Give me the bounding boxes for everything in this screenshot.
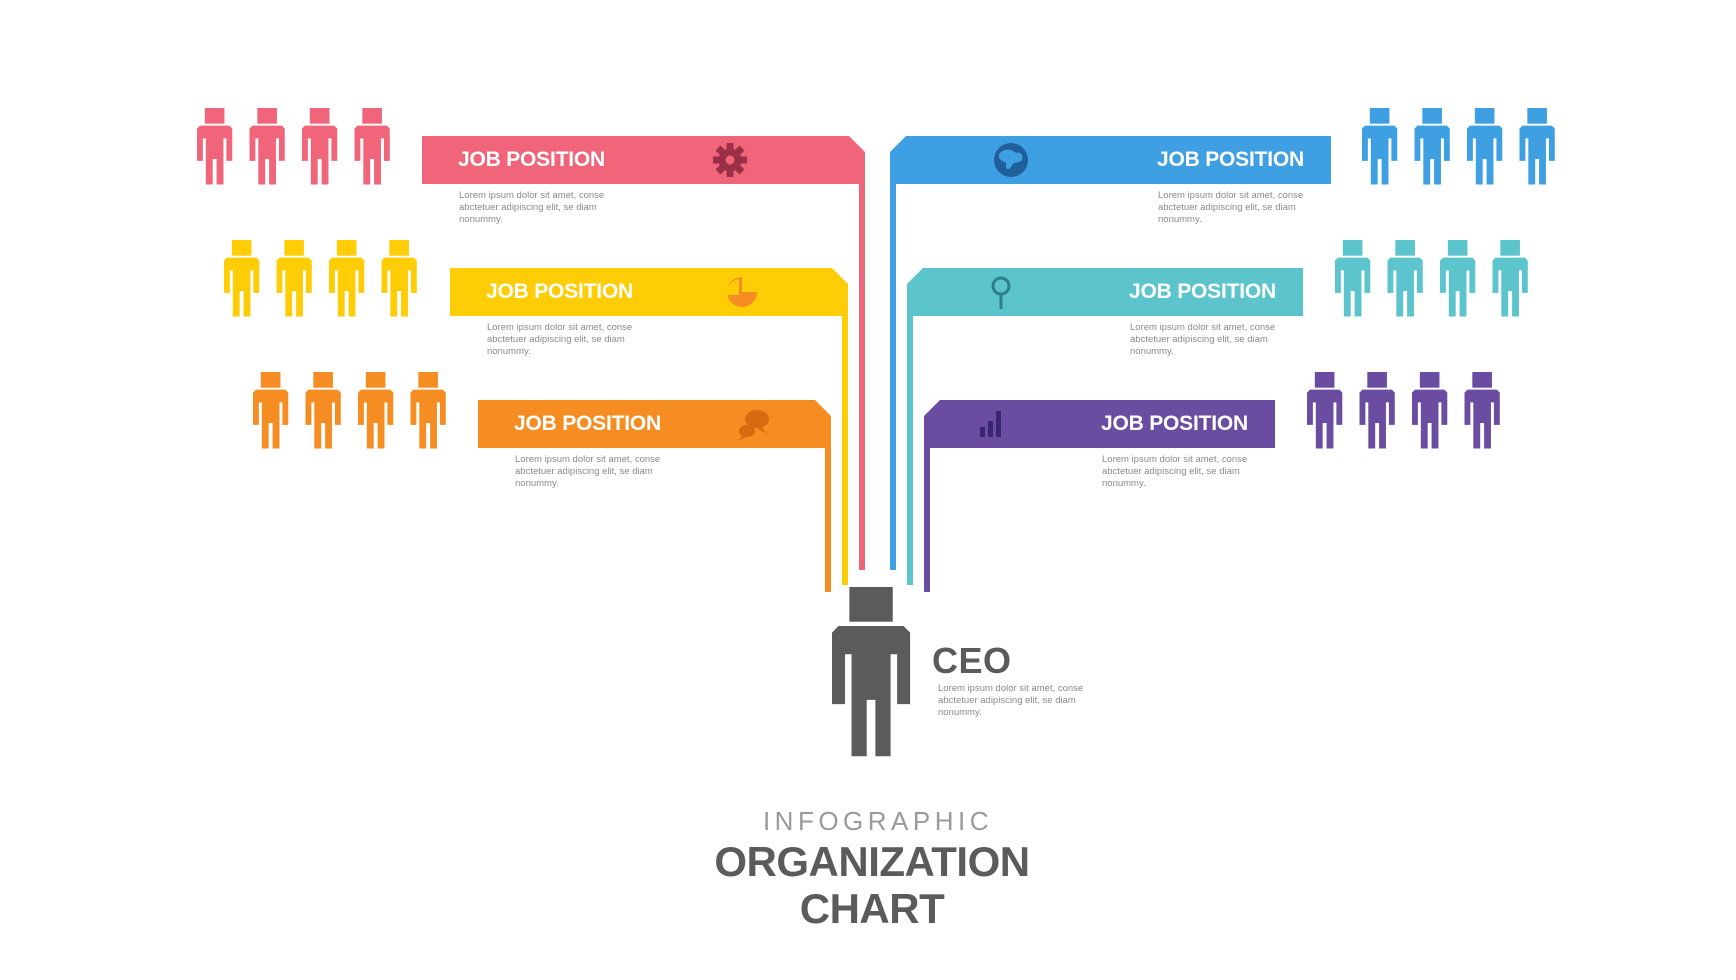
team-member-icon: [276, 240, 312, 317]
position-3-title: JOB POSITION: [514, 412, 661, 435]
ceo-description: Lorem ipsum dolor sit amet, conse abctet…: [938, 683, 1084, 718]
position-6-title: JOB POSITION: [1101, 412, 1248, 435]
position-band: [478, 400, 831, 592]
infographic-subtitle: INFOGRAPHIC: [762, 806, 994, 836]
position-1-description: Lorem ipsum dolor sit amet, conse abctet…: [459, 190, 605, 225]
team-member-icon: [410, 372, 446, 449]
team-member-icon: [358, 372, 394, 449]
position-band: [924, 400, 1275, 592]
location-pin-icon: [991, 276, 1011, 309]
team-member-icon: [1387, 240, 1423, 317]
position-1-graphic: [422, 136, 865, 570]
position-2-graphic: [450, 268, 848, 585]
team-member-icon: [1519, 108, 1555, 185]
position-band: [450, 268, 848, 585]
team-member-icon: [1467, 108, 1503, 185]
team-member-icon: [197, 108, 233, 185]
position-band: [890, 136, 1331, 570]
pie-chart-icon: [725, 277, 757, 307]
position-5-description: Lorem ipsum dolor sit amet, conse abctet…: [1130, 322, 1276, 357]
ceo-person-icon: [832, 587, 911, 757]
team-member-icon: [1307, 372, 1343, 449]
bar-chart-icon: [980, 411, 1001, 437]
position-6-description: Lorem ipsum dolor sit amet, conse abctet…: [1102, 454, 1248, 489]
position-1-title: JOB POSITION: [458, 148, 605, 171]
globe-icon: [994, 143, 1028, 177]
team-member-icon: [1362, 108, 1398, 185]
position-2-title: JOB POSITION: [486, 280, 633, 303]
team-member-icon: [1359, 372, 1395, 449]
chart-title-line1: ORGANIZATION: [714, 838, 1030, 885]
team-member-icon: [381, 240, 417, 317]
position-5-graphic: [907, 268, 1303, 585]
position-4-graphic: [890, 136, 1331, 570]
team-member-icon: [302, 108, 338, 185]
chart-title-line2: CHART: [799, 885, 945, 932]
position-3-graphic: [478, 400, 831, 592]
team-member-icon: [1440, 240, 1476, 317]
position-band: [907, 268, 1303, 585]
team-member-icon: [1464, 372, 1500, 449]
team-member-icon: [253, 372, 289, 449]
position-4-title: JOB POSITION: [1157, 148, 1304, 171]
team-member-icon: [1412, 372, 1448, 449]
chat-bubbles-icon: [738, 410, 769, 441]
position-2-description: Lorem ipsum dolor sit amet, conse abctet…: [487, 322, 633, 357]
ceo-title: CEO: [932, 640, 1012, 681]
team-member-icon: [1335, 240, 1371, 317]
gear-icon: [713, 143, 747, 177]
team-member-icon: [249, 108, 285, 185]
position-5-title: JOB POSITION: [1129, 280, 1276, 303]
team-member-icon: [329, 240, 365, 317]
position-6-graphic: [924, 400, 1275, 592]
team-member-icon: [305, 372, 341, 449]
position-3-description: Lorem ipsum dolor sit amet, conse abctet…: [515, 454, 661, 489]
team-member-icon: [354, 108, 390, 185]
position-4-description: Lorem ipsum dolor sit amet, conse abctet…: [1158, 190, 1304, 225]
team-member-icon: [1492, 240, 1528, 317]
team-member-icon: [1414, 108, 1450, 185]
team-member-icon: [224, 240, 260, 317]
position-band: [422, 136, 865, 570]
